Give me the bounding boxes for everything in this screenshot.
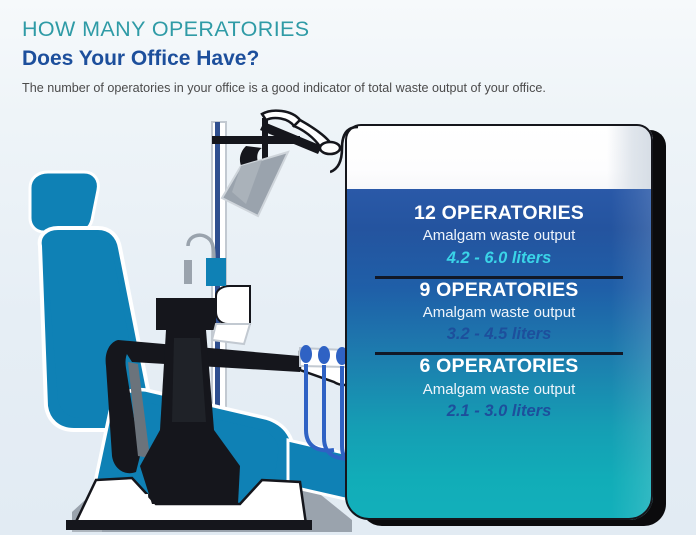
header-block: HOW MANY OPERATORIES Does Your Office Ha… — [22, 17, 672, 96]
page-title: Does Your Office Have? — [22, 46, 260, 70]
tier-title: 9 OPERATORIES — [419, 278, 579, 301]
beaker-chart: 12 OPERATORIES Amalgam waste output 4.2 … — [330, 120, 696, 535]
tier-subtitle: Amalgam waste output — [422, 380, 576, 398]
tier-6-operatories[interactable]: 6 OPERATORIES Amalgam waste output 2.1 -… — [363, 355, 635, 429]
delivery-unit-icon — [140, 285, 252, 466]
operatory-light-icon — [212, 109, 342, 218]
chair-base-icon — [66, 466, 312, 530]
beaker-air-space — [345, 124, 653, 189]
tier-divider-2 — [375, 352, 623, 356]
tier-title: 6 OPERATORIES — [419, 355, 579, 378]
tier-divider-1 — [375, 275, 623, 279]
page-kicker: HOW MANY OPERATORIES — [22, 17, 310, 41]
cuspidor-sink-icon — [184, 233, 226, 286]
tier-subtitle: Amalgam waste output — [422, 304, 576, 322]
beaker-data-tiers: 12 OPERATORIES Amalgam waste output 4.2 … — [345, 124, 653, 520]
beaker-glass-highlight — [607, 124, 653, 189]
tier-title: 12 OPERATORIES — [413, 202, 585, 224]
tier-value: 3.2 - 4.5 liters — [446, 325, 552, 344]
tier-9-operatories[interactable]: 9 OPERATORIES Amalgam waste output 3.2 -… — [363, 279, 635, 353]
dental-operatory-illustration — [0, 100, 420, 535]
water-cup-icon — [206, 258, 226, 286]
page-subtitle: The number of operatories in your office… — [22, 80, 546, 95]
tier-12-operatories[interactable]: 12 OPERATORIES Amalgam waste output 4.2 … — [363, 202, 635, 276]
tier-value: 2.1 - 3.0 liters — [446, 401, 552, 420]
tier-value: 4.2 - 6.0 liters — [446, 248, 552, 267]
tier-subtitle: Amalgam waste output — [422, 227, 576, 245]
